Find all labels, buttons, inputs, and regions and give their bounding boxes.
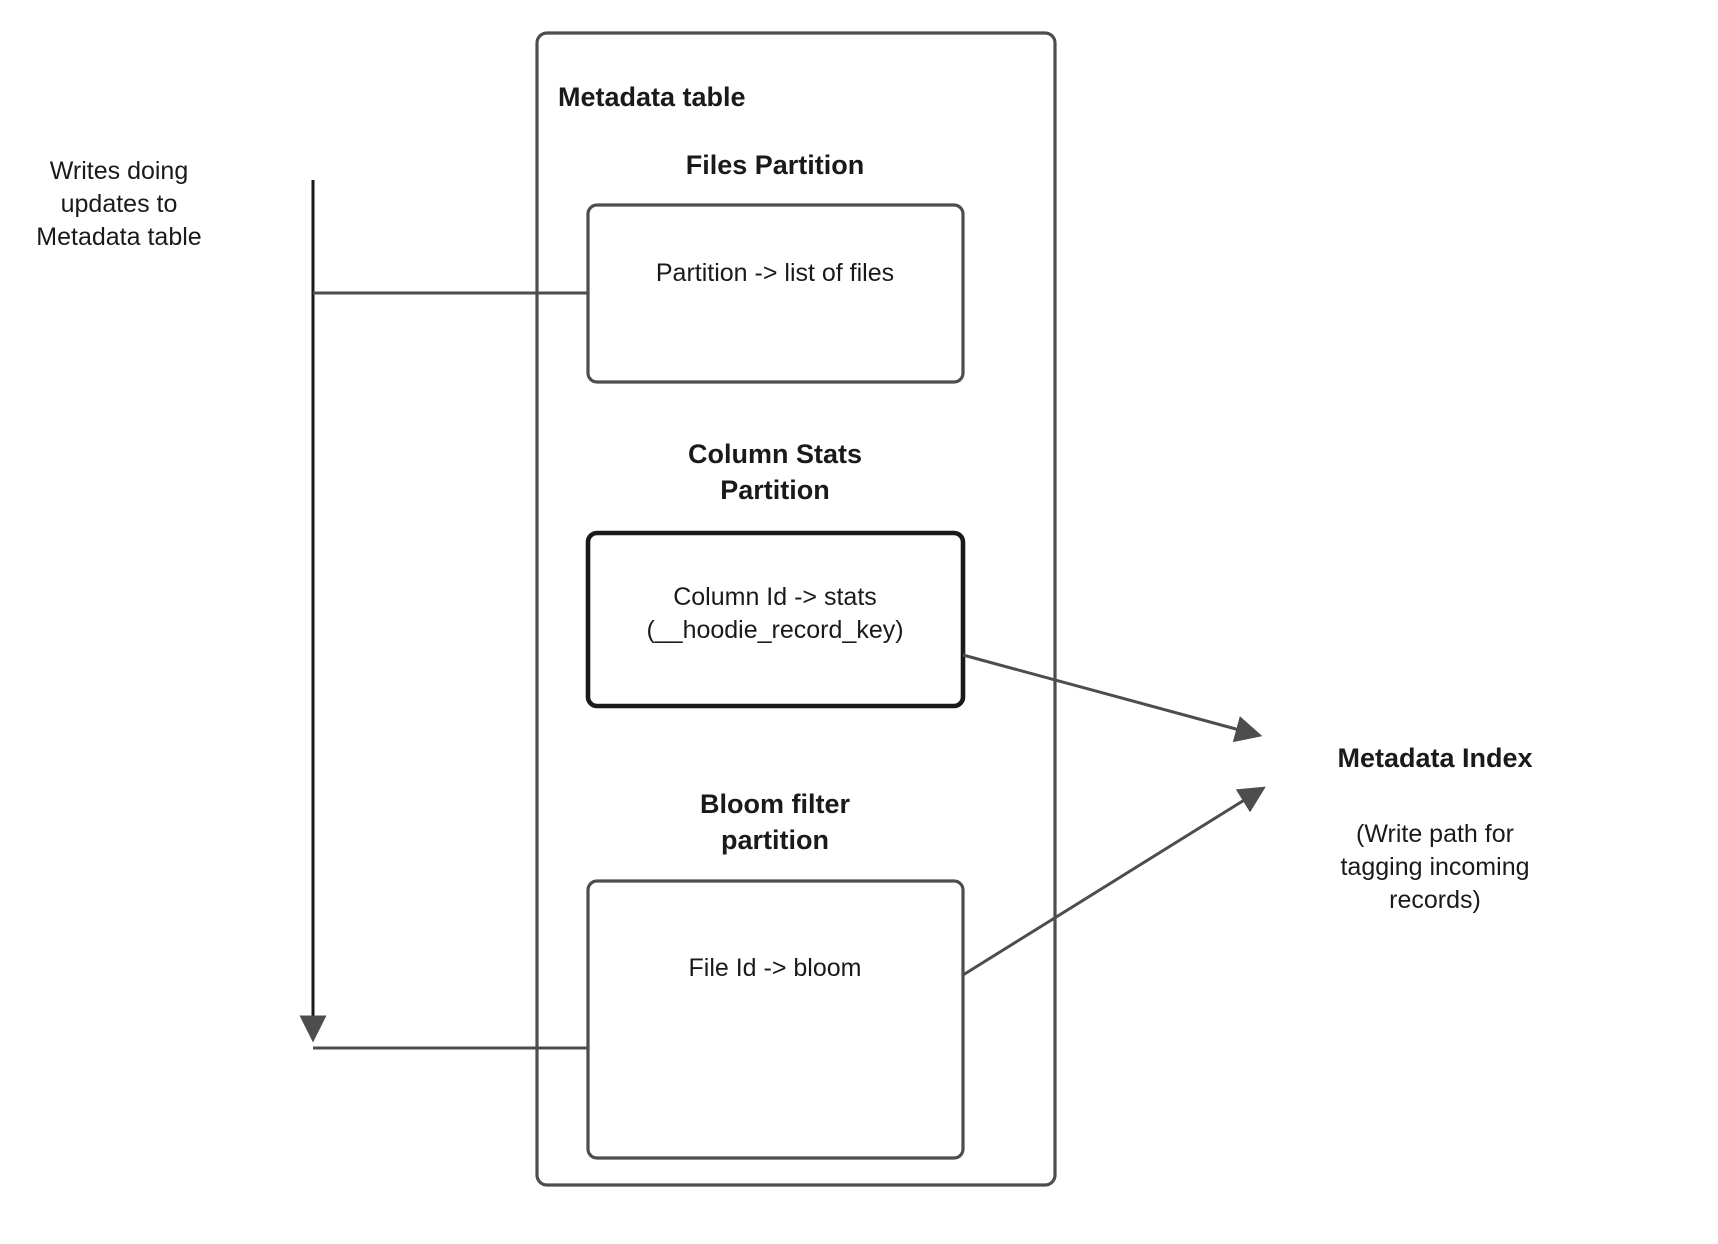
writes-annotation-label: Writes doing updates to Metadata table <box>36 157 202 251</box>
bloom-filter-partition-heading: Bloom filter partition <box>699 789 850 855</box>
bloom-filter-to-metadata-index-arrow <box>962 786 1266 977</box>
bloom-filter-partition-box-label: File Id -> bloom <box>688 954 862 982</box>
files-partition-heading: Files Partition <box>685 150 865 180</box>
metadata-table-title: Metadata table <box>558 82 746 112</box>
metadata-table-container <box>535 31 1057 1187</box>
files-partition-box <box>586 203 965 384</box>
files-partition-box-label: Partition -> list of files <box>655 259 895 287</box>
column-stats-partition-heading: Column Stats Partition <box>687 439 862 505</box>
bloom-filter-partition-box <box>586 879 965 1160</box>
column-stats-partition-box-label: Column Id -> stats (__hoodie_record_key) <box>646 583 904 644</box>
metadata-index-note: (Write path for tagging incoming records… <box>1340 820 1530 914</box>
column-stats-to-metadata-index-arrow <box>962 653 1263 743</box>
metadata-index-title: Metadata Index <box>1337 743 1533 773</box>
column-stats-partition-box <box>585 530 966 709</box>
